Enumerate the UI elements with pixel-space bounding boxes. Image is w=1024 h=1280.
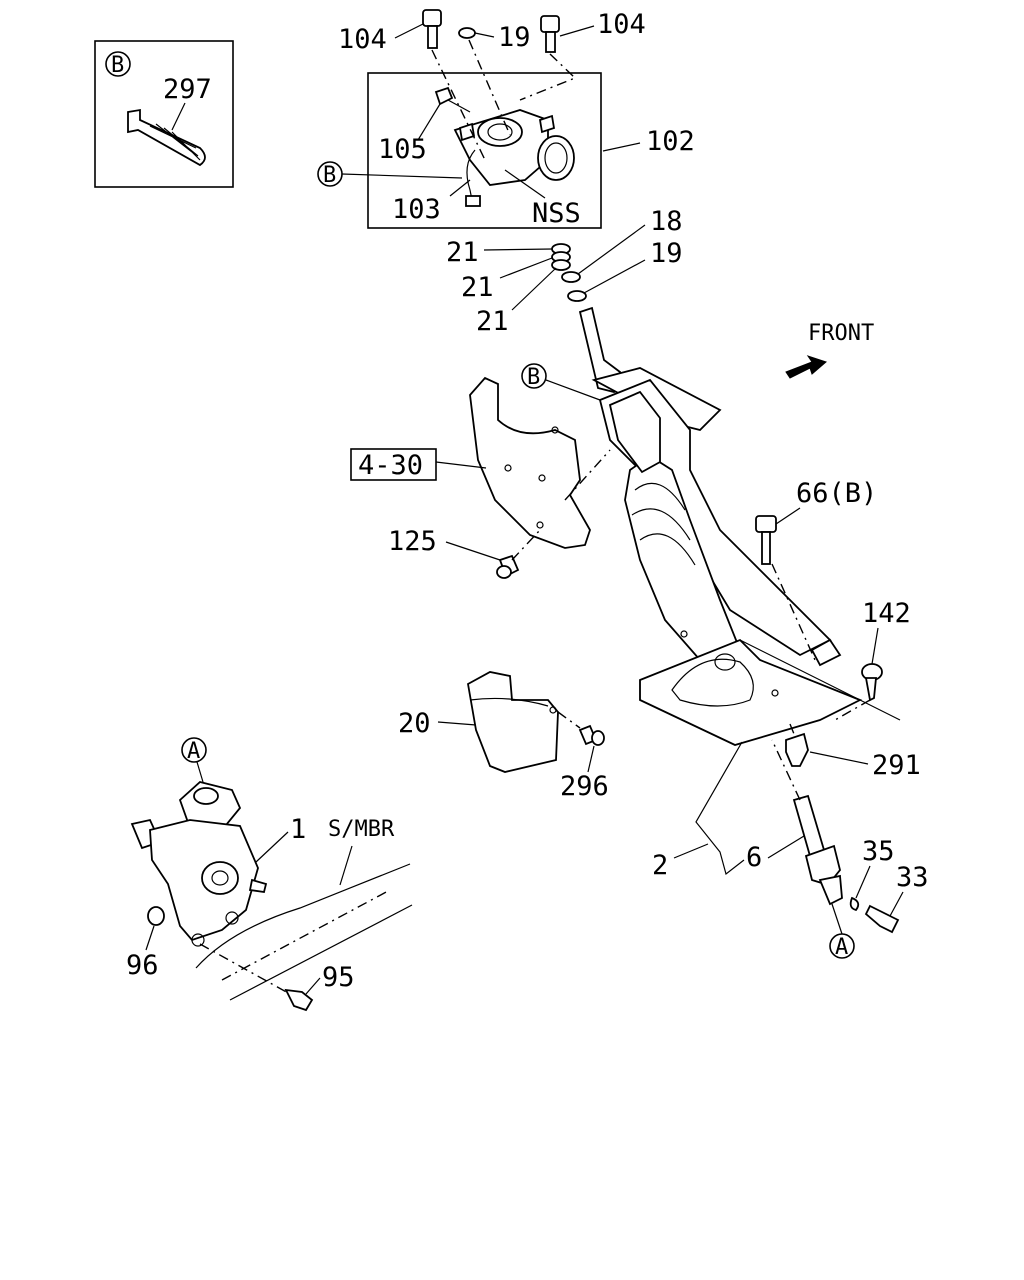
label-21-b: 21 xyxy=(461,272,494,303)
ignition-switch-box: 105 103 NSS 102 B xyxy=(317,72,695,229)
clip-291: 291 xyxy=(785,723,921,781)
clip-125: 125 xyxy=(388,526,541,579)
label-297: 297 xyxy=(163,74,212,105)
label-20: 20 xyxy=(398,708,431,739)
ref-b-switch: B xyxy=(323,163,336,188)
ref-b-column: B xyxy=(527,365,540,390)
label-33: 33 xyxy=(896,862,929,893)
label-102: 102 xyxy=(646,126,695,157)
label-95: 95 xyxy=(322,962,355,993)
label-104-right: 104 xyxy=(597,9,646,40)
ref-b-inset: B xyxy=(111,53,124,78)
label-1: 1 xyxy=(290,814,306,845)
label-142: 142 xyxy=(862,598,911,629)
label-66b: 66(B) xyxy=(796,478,877,509)
label-21-c: 21 xyxy=(476,306,509,337)
label-2: 2 xyxy=(652,850,668,881)
screw-142: 142 xyxy=(834,598,911,721)
label-4-30: 4-30 xyxy=(358,450,423,481)
label-19-mid: 19 xyxy=(650,238,683,269)
washers: 21 21 21 18 19 xyxy=(446,206,683,337)
label-front: FRONT xyxy=(808,321,874,346)
clip-296: 296 xyxy=(557,711,609,802)
label-291: 291 xyxy=(872,750,921,781)
label-296: 296 xyxy=(560,771,609,802)
column-bracket: 4-30 xyxy=(350,376,611,549)
lower-shaft: 6 35 33 A 2 xyxy=(652,739,929,960)
inset-cable-tie: B 297 xyxy=(94,40,234,188)
label-21-a: 21 xyxy=(446,237,479,268)
label-nss: NSS xyxy=(532,198,581,229)
label-19-top: 19 xyxy=(498,22,531,53)
front-indicator: FRONT xyxy=(785,321,874,379)
top-fasteners: 104 19 104 xyxy=(338,9,646,161)
bolt-66b: 66(B) xyxy=(755,478,877,661)
front-arrow-icon xyxy=(785,355,827,379)
label-18: 18 xyxy=(650,206,683,237)
cover-20: 20 xyxy=(398,671,559,773)
side-member: S/MBR 95 xyxy=(195,817,413,1012)
ref-a-shaft: A xyxy=(835,935,848,960)
label-104-left: 104 xyxy=(338,24,387,55)
label-125: 125 xyxy=(388,526,437,557)
steering-gear-box: A 1 96 xyxy=(126,737,306,981)
label-s-mbr: S/MBR xyxy=(328,817,395,842)
steering-column: B xyxy=(521,306,901,746)
label-96: 96 xyxy=(126,950,159,981)
label-103: 103 xyxy=(392,194,441,225)
label-6: 6 xyxy=(746,842,762,873)
ref-a-gear: A xyxy=(187,739,200,764)
label-35: 35 xyxy=(862,836,895,867)
